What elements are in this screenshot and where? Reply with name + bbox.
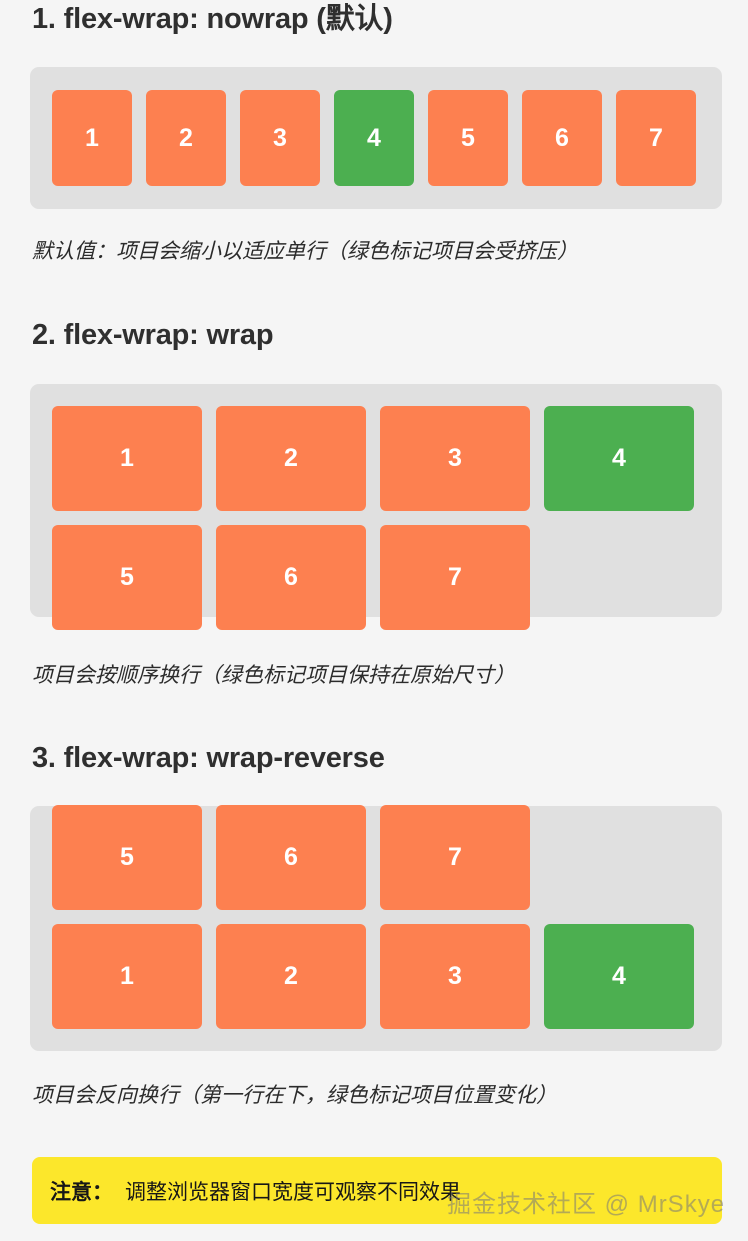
section-description-nowrap: 默认值：项目会缩小以适应单行（绿色标记项目会受挤压） (32, 240, 578, 263)
flex-item: 3 (380, 924, 530, 1029)
notice-banner: 注意： 调整浏览器窗口宽度可观察不同效果 (32, 1157, 722, 1224)
flex-item: 7 (380, 525, 530, 630)
notice-text: 调整浏览器窗口宽度可观察不同效果 (125, 1180, 461, 1204)
flex-item: 3 (240, 90, 320, 186)
flex-item: 1 (52, 924, 202, 1029)
flex-item: 2 (216, 924, 366, 1029)
flex-item: 2 (146, 90, 226, 186)
section-title-wrap-reverse: 3. flex-wrap: wrap-reverse (32, 742, 385, 774)
flex-demo-wrap-reverse: 1 2 3 4 5 6 7 (30, 805, 722, 1051)
section-title-nowrap: 1. flex-wrap: nowrap (默认) (32, 3, 393, 35)
flex-item-highlighted: 4 (544, 924, 694, 1029)
flex-item: 7 (380, 805, 530, 910)
flex-item: 6 (216, 805, 366, 910)
flex-item: 3 (380, 406, 530, 511)
flex-demo-wrap: 1 2 3 4 5 6 7 (30, 384, 722, 630)
flex-item: 5 (52, 805, 202, 910)
flex-item: 5 (428, 90, 508, 186)
flex-item-highlighted: 4 (334, 90, 414, 186)
section-title-wrap: 2. flex-wrap: wrap (32, 319, 274, 351)
flex-item: 5 (52, 525, 202, 630)
flex-item: 6 (216, 525, 366, 630)
flex-item: 1 (52, 90, 132, 186)
flex-item: 6 (522, 90, 602, 186)
section-description-wrap-reverse: 项目会反向换行（第一行在下，绿色标记项目位置变化） (32, 1084, 557, 1107)
notice-label: 注意： (50, 1180, 113, 1204)
flex-item: 1 (52, 406, 202, 511)
section-description-wrap: 项目会按顺序换行（绿色标记项目保持在原始尺寸） (32, 664, 515, 687)
flex-demo-nowrap: 1 2 3 4 5 6 7 (30, 67, 722, 209)
flex-item: 7 (616, 90, 696, 186)
flex-item: 2 (216, 406, 366, 511)
flex-item-highlighted: 4 (544, 406, 694, 511)
